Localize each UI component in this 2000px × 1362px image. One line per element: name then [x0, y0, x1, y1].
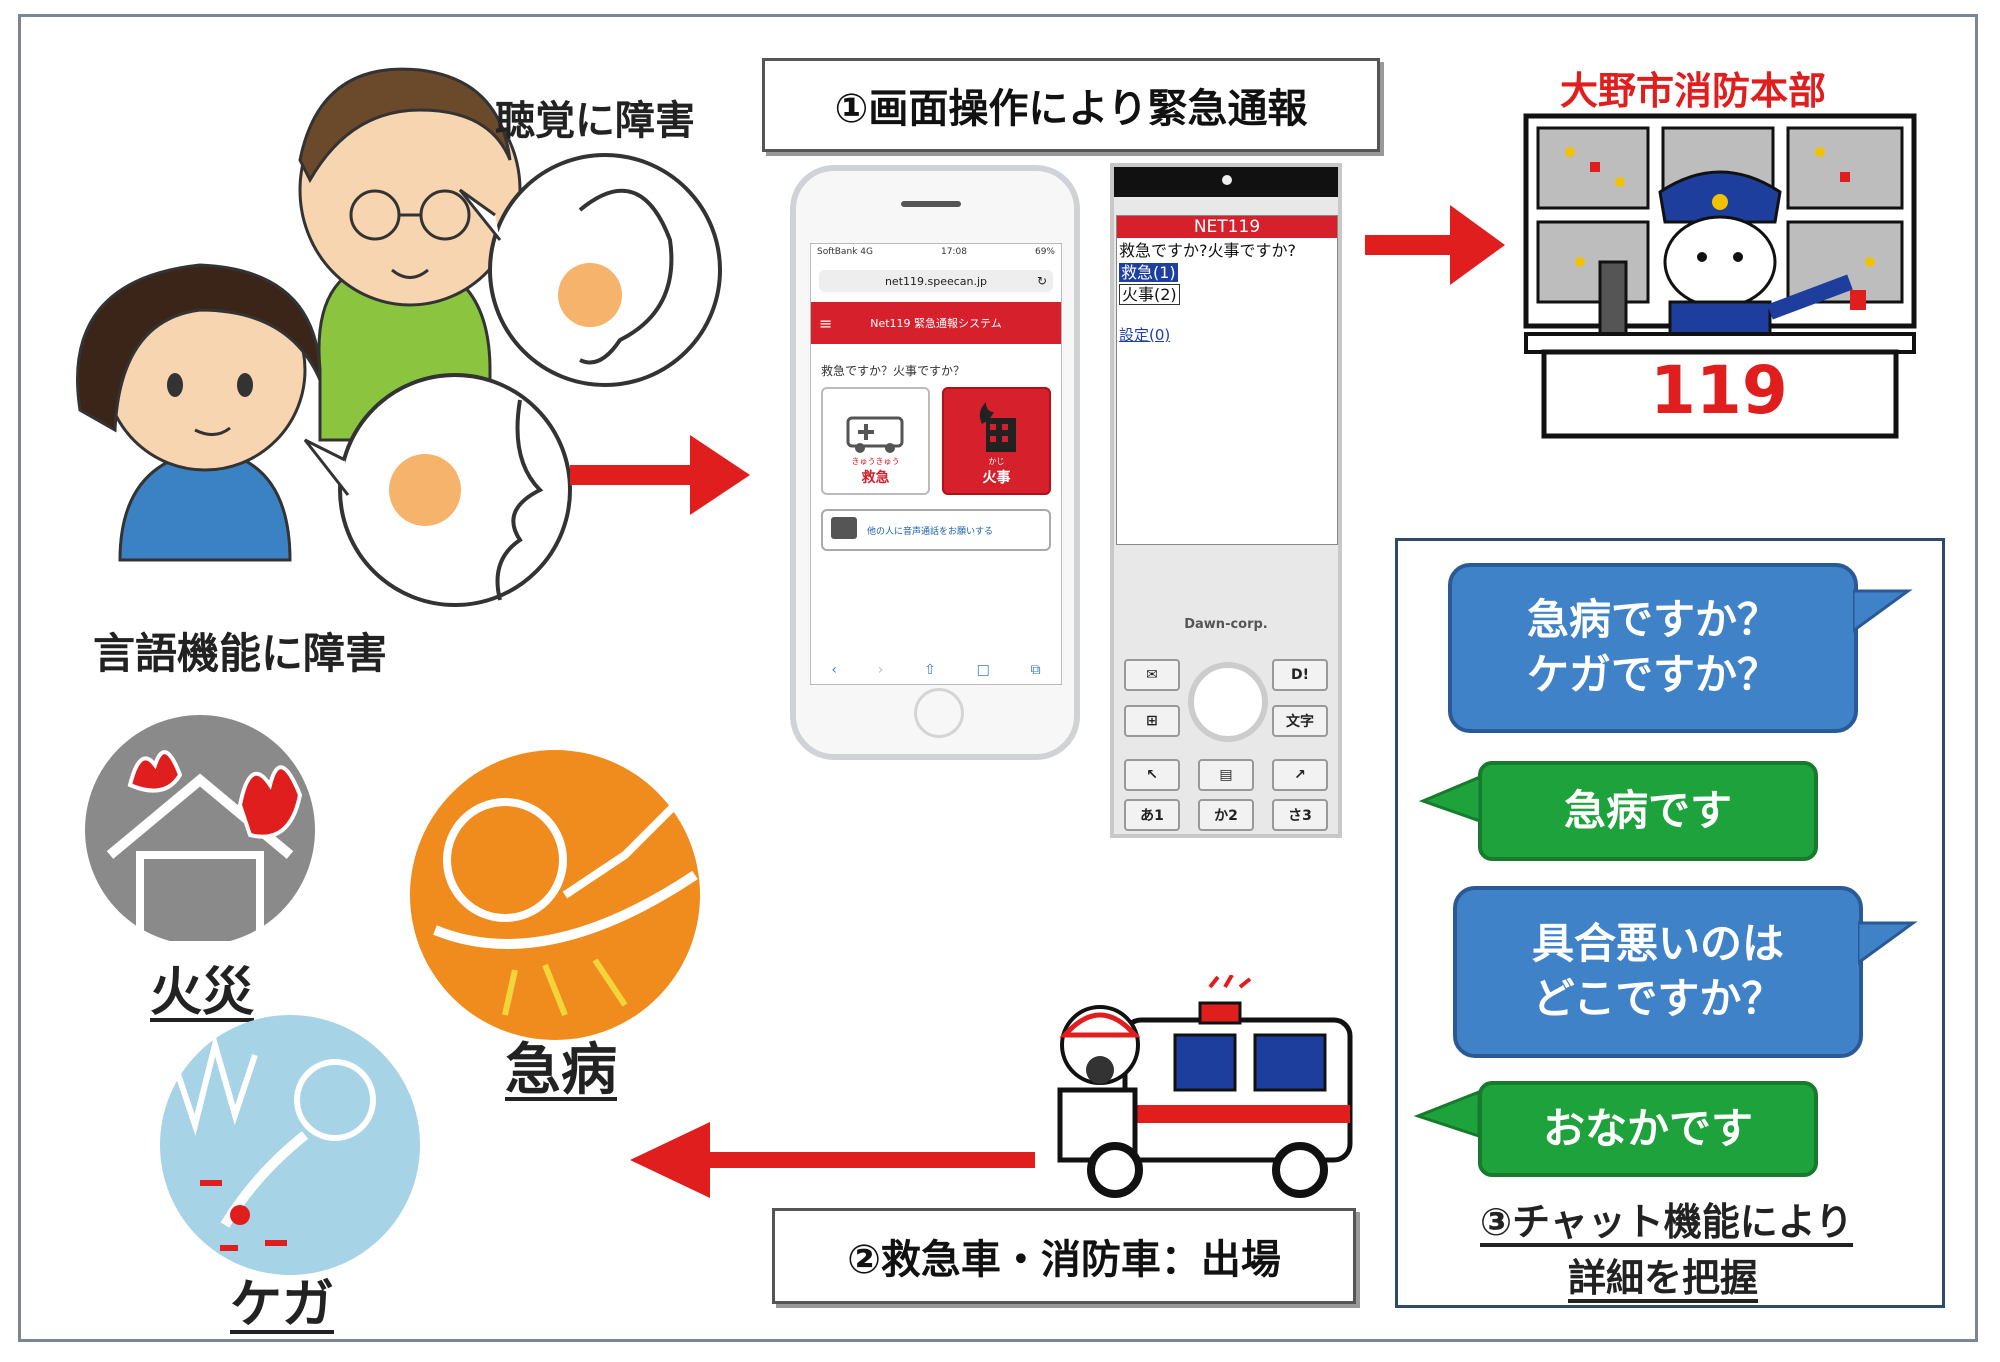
flip-option-fire[interactable]: 火事(2)	[1119, 284, 1180, 305]
injury-category-label: ケガ	[230, 1275, 335, 1335]
diagram-frame	[18, 14, 1978, 1342]
fire-label: 火事	[982, 470, 1011, 486]
dispatch-center-illustration	[1523, 113, 1917, 439]
ear-bubble	[458, 153, 722, 387]
chat-question-1: 急病ですか？ ケガですか？	[1448, 563, 1858, 733]
camera-icon	[1222, 175, 1232, 185]
ems-ruby: きゅうきゅう	[851, 457, 900, 466]
question-text: 救急ですか？火事ですか？	[821, 364, 966, 378]
chat-question-2: 具合悪いのは どこですか？	[1453, 886, 1863, 1058]
mouth-bubble	[303, 373, 572, 607]
woman-figure	[76, 263, 322, 562]
url-bar[interactable]: net119.speecan.jp ↻	[819, 270, 1053, 292]
app-header: ≡ Net119 緊急通報システム	[811, 302, 1061, 344]
calendar-key[interactable]: ▤	[1198, 759, 1254, 791]
arrow-right-icon	[1365, 205, 1505, 285]
reload-icon[interactable]: ↻	[1036, 274, 1047, 288]
menu-icon[interactable]: ≡	[819, 313, 833, 333]
home-button[interactable]	[914, 688, 964, 738]
forward-icon[interactable]: ›	[877, 662, 884, 678]
status-bar: SoftBank 4G 17:08 69%	[811, 244, 1061, 266]
chat-panel: 急病ですか？ ケガですか？ 急病です 具合悪いのは どこですか？ おなかです ③…	[1395, 538, 1945, 1308]
ambulance-icon	[846, 416, 903, 453]
hq-title: 大野市消防本部	[1560, 69, 1827, 113]
flip-question: 救急ですか?火事ですか?	[1119, 241, 1296, 260]
step1-caption: ①画面操作により緊急通報	[762, 58, 1380, 152]
carrier-text: SoftBank 4G	[817, 247, 873, 257]
bookmarks-icon[interactable]: □	[976, 662, 990, 678]
end-key[interactable]: ↗	[1272, 759, 1328, 791]
flip-settings-link[interactable]: 設定(0)	[1119, 326, 1171, 344]
fire-category-label: 火災	[150, 963, 255, 1023]
phone-hand-icon	[831, 517, 857, 539]
voice-call-label: 他の人に音声通話をお願いする	[867, 526, 994, 537]
plus-key[interactable]: ⊞	[1124, 705, 1180, 737]
step2-caption: ②救急車・消防車：出場	[772, 1208, 1356, 1304]
fire-button[interactable]: かじ 火事	[942, 387, 1051, 495]
phone-brand: Dawn-corp.	[1184, 617, 1268, 632]
step3-line2: 詳細を把握	[1568, 1256, 1759, 1300]
step3-line1: ③チャット機能により	[1480, 1200, 1854, 1244]
speech-impaired-label: 言語機能に障害	[93, 629, 388, 678]
back-icon[interactable]: ‹	[831, 662, 837, 678]
bubble-tail-icon	[1858, 921, 1918, 965]
smartphone: SoftBank 4G 17:08 69% net119.speecan.jp …	[790, 165, 1080, 760]
bubble-tail-icon	[1413, 1089, 1481, 1139]
arrow-left-icon	[630, 1122, 1035, 1198]
feature-phone-screen: NET119 救急ですか?火事ですか? 救急(1) 火事(2) 設定(0)	[1116, 215, 1338, 545]
illness-category-label: 急病	[505, 1038, 617, 1103]
fire-building-icon	[979, 402, 1016, 452]
dpad[interactable]	[1188, 662, 1268, 742]
moji-key[interactable]: 文字	[1272, 705, 1328, 737]
illness-icon	[410, 750, 700, 1040]
ems-button[interactable]: きゅうきゅう 救急	[821, 387, 930, 495]
fire-ruby: かじ	[988, 457, 1005, 466]
emergency-number: 119	[1650, 352, 1788, 429]
feature-phone: NET119 救急ですか?火事ですか? 救急(1) 火事(2) 設定(0) Da…	[1110, 163, 1342, 838]
phone-speaker	[901, 201, 961, 207]
key-3[interactable]: さ3	[1272, 799, 1328, 831]
time-text: 17:08	[940, 247, 967, 257]
ems-label: 救急	[861, 470, 890, 486]
bubble-tail-icon	[1853, 589, 1913, 633]
man-figure	[298, 67, 522, 442]
people-illustration	[76, 67, 722, 607]
fire-icon	[85, 715, 315, 949]
voice-call-button[interactable]: 他の人に音声通話をお願いする	[821, 509, 1051, 551]
share-icon[interactable]: ⇧	[924, 662, 936, 678]
bubble-tail-icon	[1418, 774, 1482, 824]
battery-text: 69%	[1034, 247, 1055, 257]
ambulance-illustration	[1057, 975, 1353, 1198]
url-text: net119.speecan.jp	[884, 274, 988, 288]
injury-icon	[160, 1015, 420, 1275]
tabs-icon[interactable]: ⧉	[1030, 662, 1041, 678]
net119-header: NET119	[1117, 216, 1337, 238]
call-key[interactable]: ↖	[1124, 759, 1180, 791]
hearing-impaired-label: 聴覚に障害	[495, 98, 695, 144]
chat-answer-1: 急病です	[1478, 761, 1818, 861]
flip-option-ems[interactable]: 救急(1)	[1119, 263, 1178, 282]
app-header-title: Net119 緊急通報システム	[870, 317, 1002, 330]
chat-answer-2: おなかです	[1478, 1081, 1818, 1177]
key-2[interactable]: か2	[1198, 799, 1254, 831]
arrow-right-icon	[570, 435, 750, 515]
d-key[interactable]: D!	[1272, 659, 1328, 691]
mail-key[interactable]: ✉	[1124, 659, 1180, 691]
phone-top	[1114, 167, 1338, 197]
smartphone-screen: SoftBank 4G 17:08 69% net119.speecan.jp …	[810, 243, 1062, 685]
key-1[interactable]: あ1	[1124, 799, 1180, 831]
browser-toolbar: ‹ › ⇧ □ ⧉	[811, 662, 1061, 678]
